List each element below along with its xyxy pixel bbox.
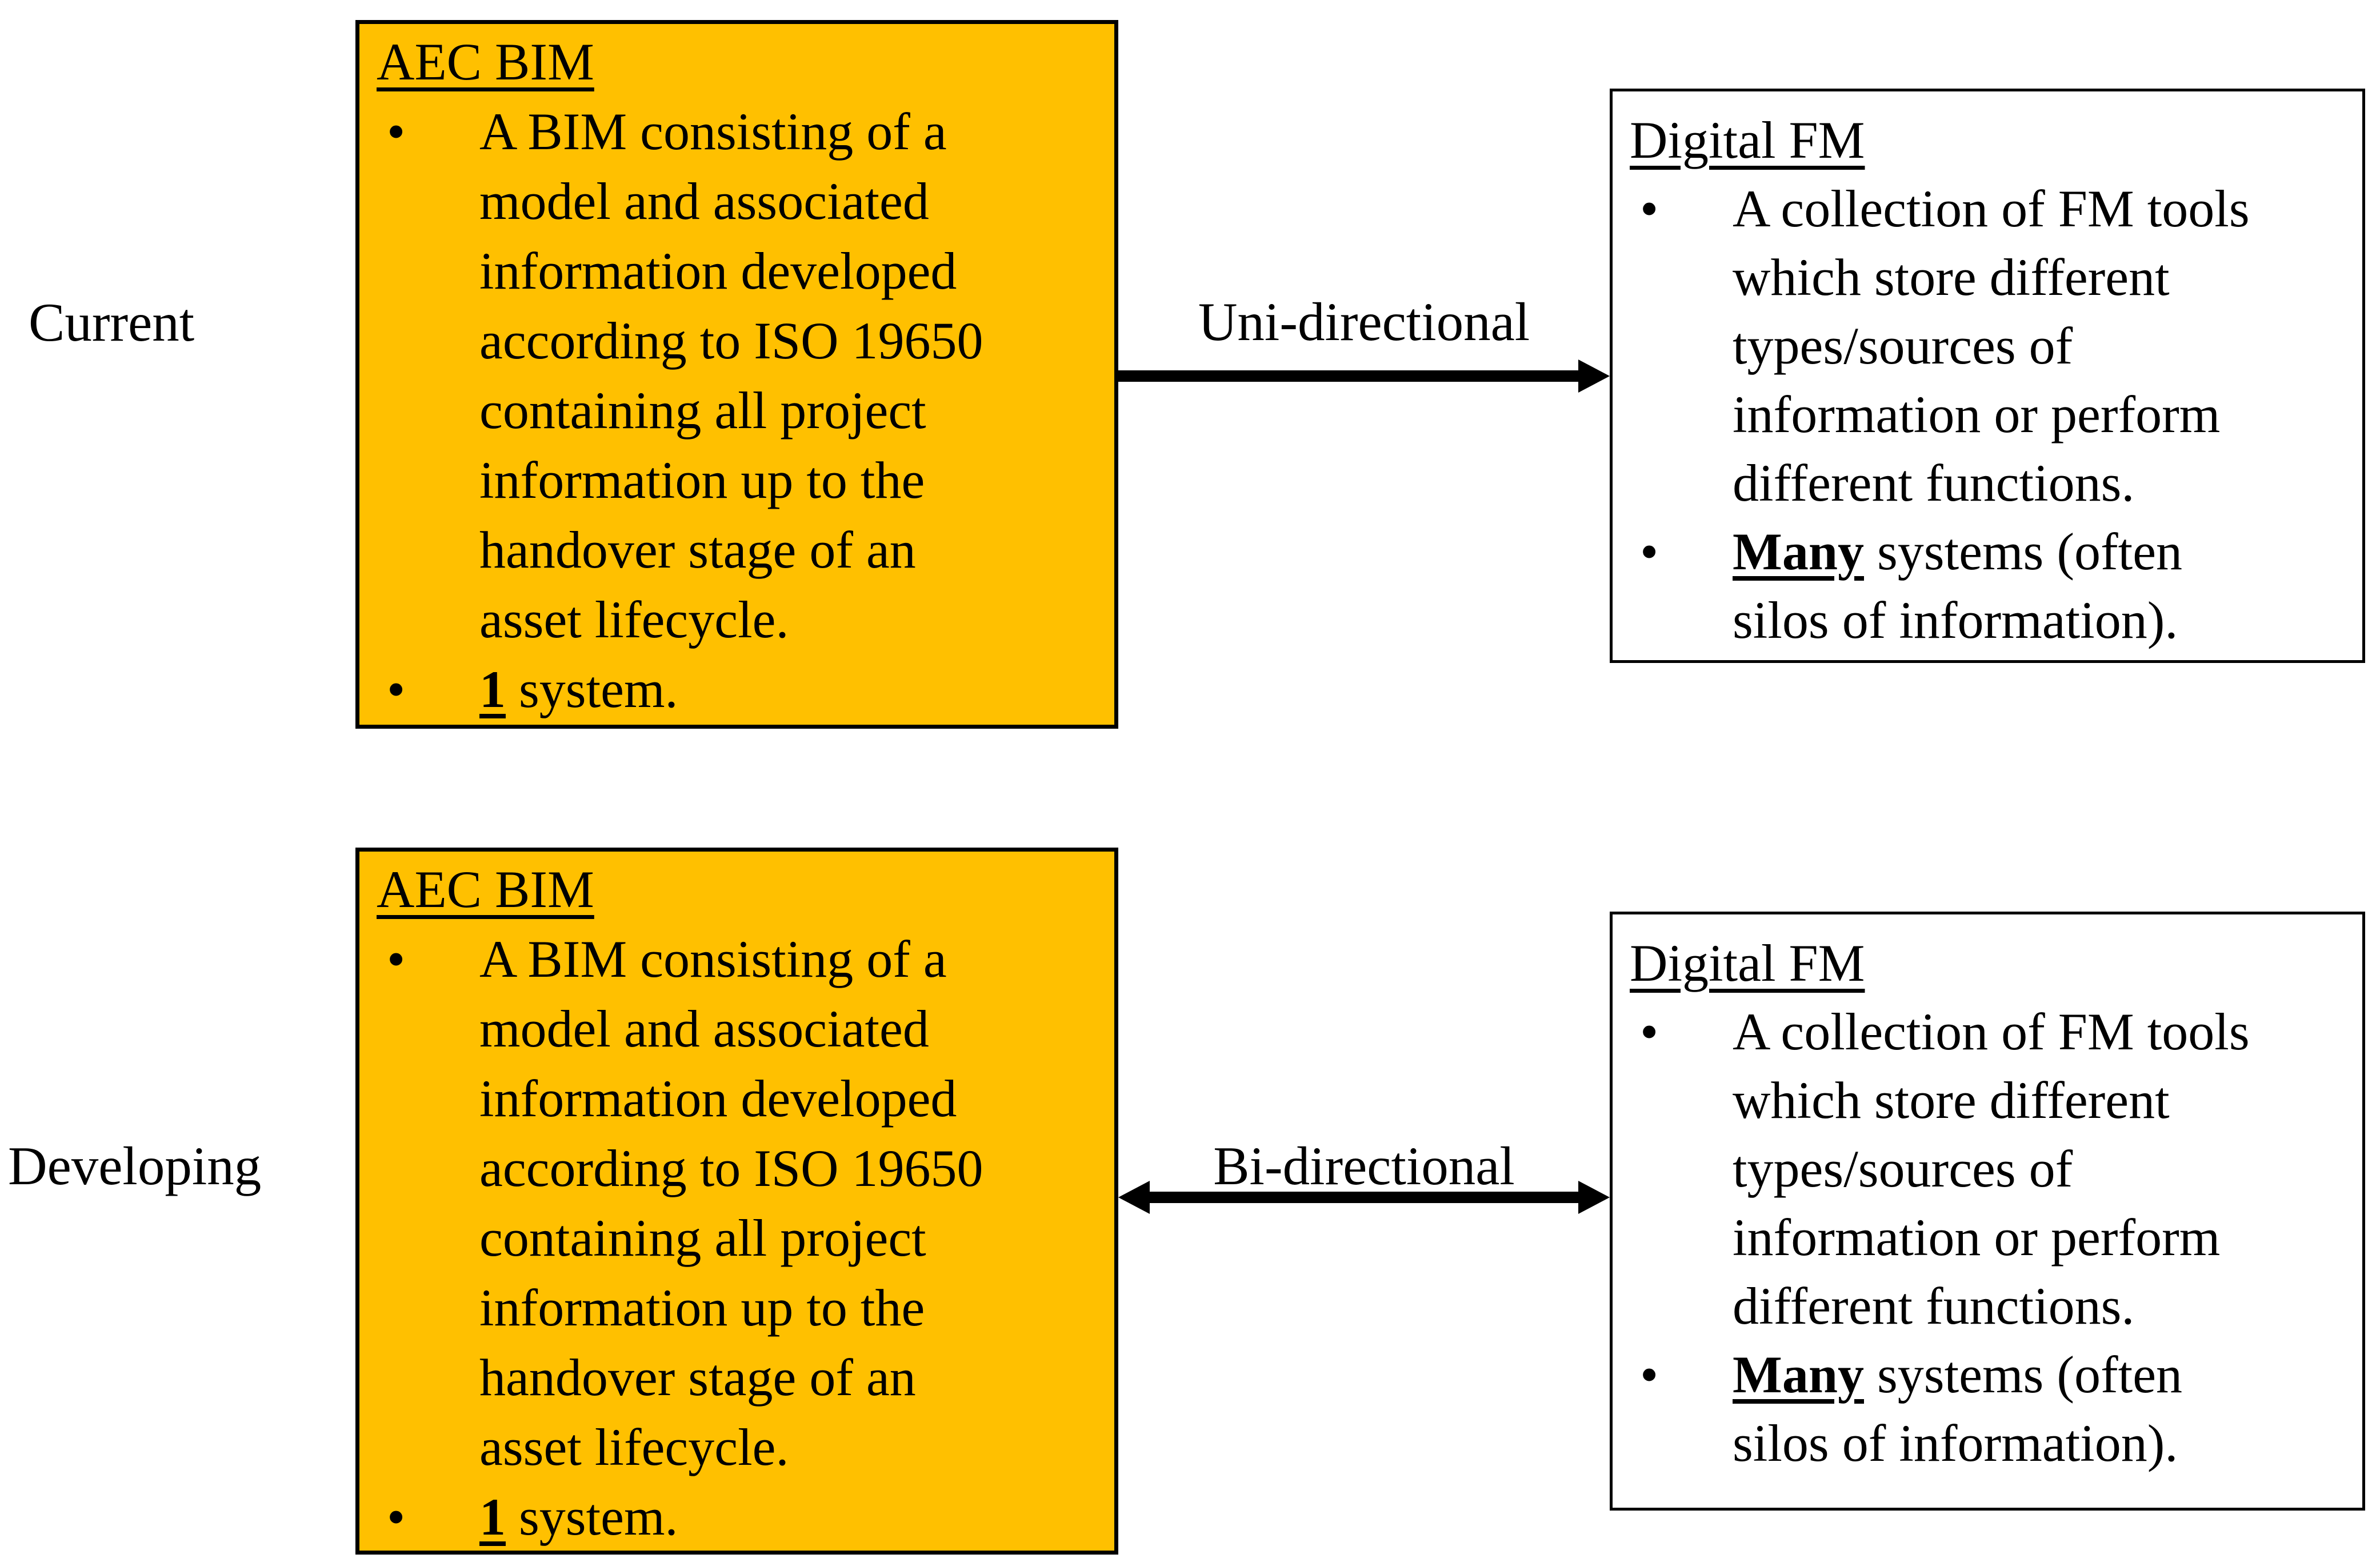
system-count-emphasis: Many — [1733, 522, 1864, 581]
digital-fm-description: A collection of FM tools which store dif… — [1733, 179, 2250, 512]
bullet-icon: • — [1640, 179, 1659, 238]
uni-directional-arrow-icon — [1118, 342, 1610, 410]
aec-bim-box-developing: AEC BIM • A BIM consisting of a model an… — [355, 848, 1118, 1555]
digital-fm-box-content: Digital FM • A collection of FM tools wh… — [1613, 914, 2362, 1477]
digital-fm-description: A collection of FM tools which store dif… — [1733, 1002, 2250, 1335]
aec-bim-description: A BIM consisting of a model and associat… — [479, 930, 983, 1476]
bullet-icon: • — [387, 660, 406, 718]
aec-bim-title: AEC BIM — [377, 860, 594, 918]
list-item: • Many systems (often silos of informati… — [1630, 517, 2351, 654]
stage-label-developing: Developing — [8, 1136, 262, 1196]
aec-bim-box-content: AEC BIM • A BIM consisting of a model an… — [359, 24, 1114, 724]
list-item: • A collection of FM tools which store d… — [1630, 174, 2351, 517]
bullet-icon: • — [1640, 522, 1659, 581]
list-item: • Many systems (often silos of informati… — [1630, 1340, 2351, 1477]
aec-bim-box-current: AEC BIM • A BIM consisting of a model an… — [355, 20, 1118, 729]
digital-fm-title: Digital FM — [1630, 111, 1865, 169]
arrow-shaft — [1118, 370, 1579, 382]
arrow-shaft — [1149, 1192, 1579, 1203]
stage-label-current: Current — [29, 292, 195, 353]
aec-bim-box-content: AEC BIM • A BIM consisting of a model an… — [359, 852, 1114, 1552]
digital-fm-box-developing: Digital FM • A collection of FM tools wh… — [1610, 912, 2365, 1511]
aec-bim-description: A BIM consisting of a model and associat… — [479, 102, 983, 649]
digital-fm-box-content: Digital FM • A collection of FM tools wh… — [1613, 91, 2362, 654]
system-count-rest: systems (often silos of information). — [1733, 522, 2183, 649]
arrow-head-right-icon — [1578, 1181, 1610, 1214]
system-count-emphasis: Many — [1733, 1345, 1864, 1404]
system-count-rest: systems (often silos of information). — [1733, 1345, 2183, 1472]
digital-fm-title: Digital FM — [1630, 934, 1865, 992]
bullet-icon: • — [1640, 1002, 1659, 1061]
digital-fm-system-count: Many systems (often silos of information… — [1733, 1340, 2351, 1477]
system-count-emphasis: 1 — [479, 1488, 506, 1546]
arrow-head-left-icon — [1118, 1181, 1150, 1214]
arrow-label-bi-directional: Bi-directional — [1213, 1136, 1515, 1196]
arrow-head-right-icon — [1578, 359, 1610, 393]
list-item: • A BIM consisting of a model and associ… — [377, 97, 1103, 654]
list-item: • A collection of FM tools which store d… — [1630, 997, 2351, 1340]
bullet-icon: • — [387, 930, 406, 988]
bullet-icon: • — [387, 102, 406, 161]
list-item: • A BIM consisting of a model and associ… — [377, 924, 1103, 1482]
arrow-label-uni-directional: Uni-directional — [1198, 291, 1530, 352]
bi-directional-arrow-icon — [1118, 1164, 1610, 1231]
list-item: • 1 system. — [377, 1482, 1103, 1552]
digital-fm-box-current: Digital FM • A collection of FM tools wh… — [1610, 89, 2365, 663]
aec-bim-system-count: 1 system. — [479, 654, 1103, 724]
system-count-rest: system. — [506, 1488, 678, 1546]
aec-bim-system-count: 1 system. — [479, 1482, 1103, 1552]
aec-bim-title: AEC BIM — [377, 33, 594, 91]
digital-fm-system-count: Many systems (often silos of information… — [1733, 517, 2351, 654]
system-count-emphasis: 1 — [479, 660, 506, 718]
bullet-icon: • — [1640, 1345, 1659, 1404]
list-item: • 1 system. — [377, 654, 1103, 724]
bullet-icon: • — [387, 1488, 406, 1546]
system-count-rest: system. — [506, 660, 678, 718]
